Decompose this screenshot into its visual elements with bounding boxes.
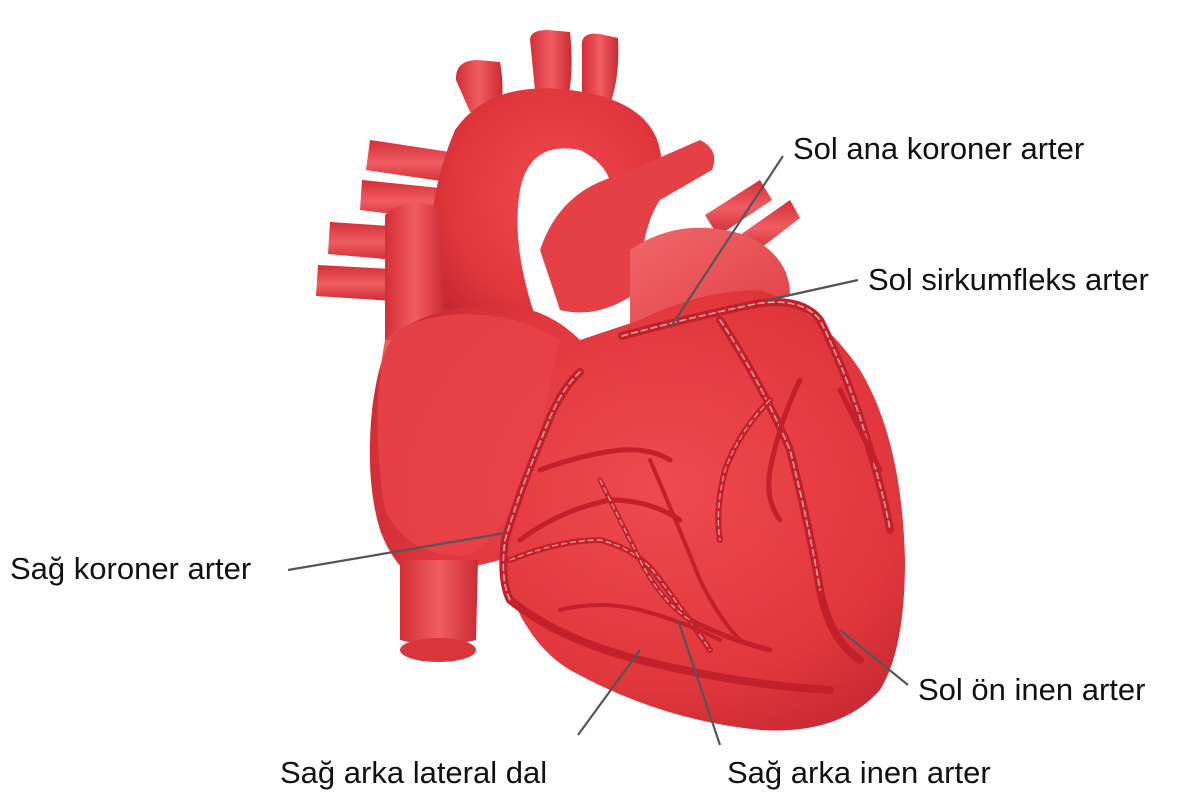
label-left-anterior-descending: Sol ön inen arter — [918, 674, 1145, 705]
label-left-main-coronary: Sol ana koroner arter — [793, 133, 1084, 164]
label-posterior-descending-artery: Sağ arka inen arter — [727, 757, 991, 788]
label-circumflex-artery: Sol sirkumfleks arter — [868, 264, 1149, 295]
inferior-vena-cava — [400, 560, 478, 662]
label-right-coronary-artery: Sağ koroner arter — [10, 553, 251, 584]
label-right-posterolateral-branch: Sağ arka lateral dal — [280, 757, 547, 788]
